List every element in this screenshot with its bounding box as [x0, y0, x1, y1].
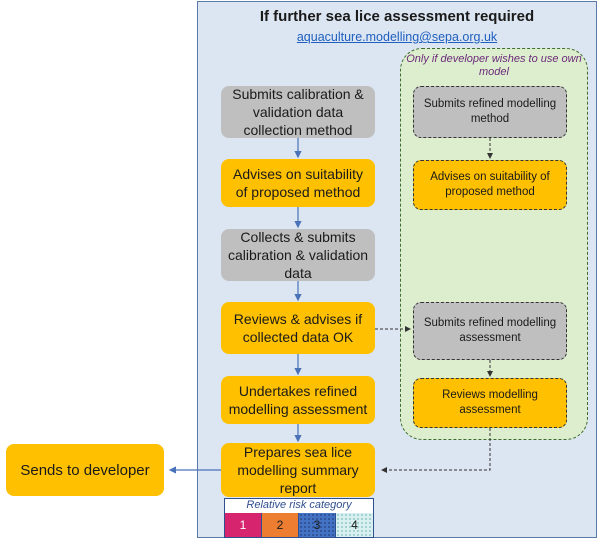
risk-cell-2: 2: [262, 513, 299, 537]
optional-group-label: Only if developer wishes to use own mode…: [406, 53, 582, 78]
step-review-data: Reviews & advises if collected data OK: [221, 302, 375, 354]
step-prepare-report: Prepares sea lice modelling summary repo…: [221, 443, 375, 497]
step-advise-suitability: Advises on suitability of proposed metho…: [221, 159, 375, 207]
side-submit-refined-assessment: Submits refined modelling assessment: [413, 302, 567, 360]
risk-cell-4: 4: [336, 513, 373, 537]
panel-title: If further sea lice assessment required: [259, 8, 535, 25]
step-submit-calibration-method: Submits calibration & validation data co…: [221, 86, 375, 138]
risk-category-label: Relative risk category: [246, 499, 352, 511]
email-link[interactable]: aquaculture.modelling@sepa.org.uk: [296, 30, 498, 44]
side-review-assessment: Reviews modelling assessment: [413, 378, 567, 428]
risk-cell-1: 1: [225, 513, 262, 537]
step-collect-submit-data: Collects & submits calibration & validat…: [221, 229, 375, 281]
side-advise-suitability: Advises on suitability of proposed metho…: [413, 160, 567, 210]
step-refined-assessment: Undertakes refined modelling assessment: [221, 376, 375, 424]
arrow-side-4-report: [381, 428, 491, 473]
risk-cell-3: 3: [299, 513, 336, 537]
sends-to-developer-box: Sends to developer: [6, 444, 164, 496]
side-submit-refined-method: Submits refined modelling method: [413, 86, 567, 138]
